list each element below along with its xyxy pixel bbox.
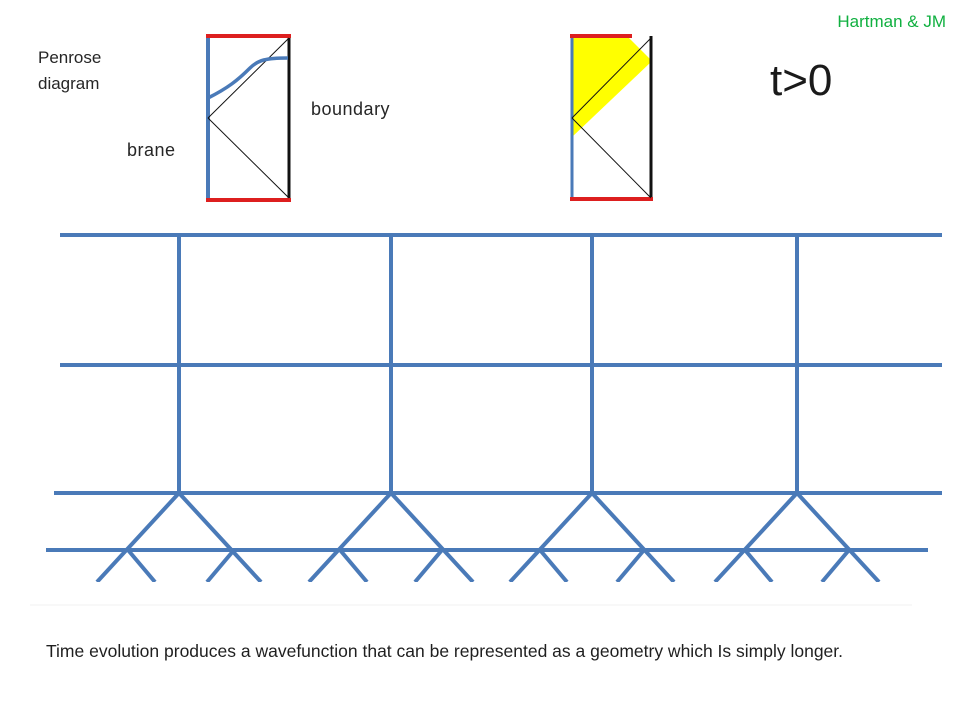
horizon-line-upper-right [571, 37, 652, 119]
penrose-diagram-left [206, 34, 291, 202]
highlight-region [572, 36, 651, 137]
network-tree-4 [713, 491, 881, 584]
network-tree-2 [307, 491, 475, 584]
boundary-label: boundary [311, 99, 391, 119]
credit-text: Hartman & JM [837, 12, 946, 31]
network-tree-3 [508, 491, 676, 584]
caption-text: Time evolution produces a wavefunction t… [46, 641, 844, 661]
brane-trajectory-curve [207, 56, 289, 100]
horizon-line-lower-left [207, 117, 290, 199]
brane-label: brane [127, 140, 176, 160]
network-tree-1 [95, 491, 263, 584]
penrose-diagram-label: Penrose diagram [38, 48, 102, 93]
tensor-network [46, 233, 942, 584]
time-label: t>0 [770, 56, 833, 105]
horizon-line-upper-left [207, 37, 290, 119]
horizon-line-lower-right [571, 117, 652, 199]
network-cutoff-mask [0, 582, 960, 612]
penrose-diagram-right [570, 34, 653, 201]
